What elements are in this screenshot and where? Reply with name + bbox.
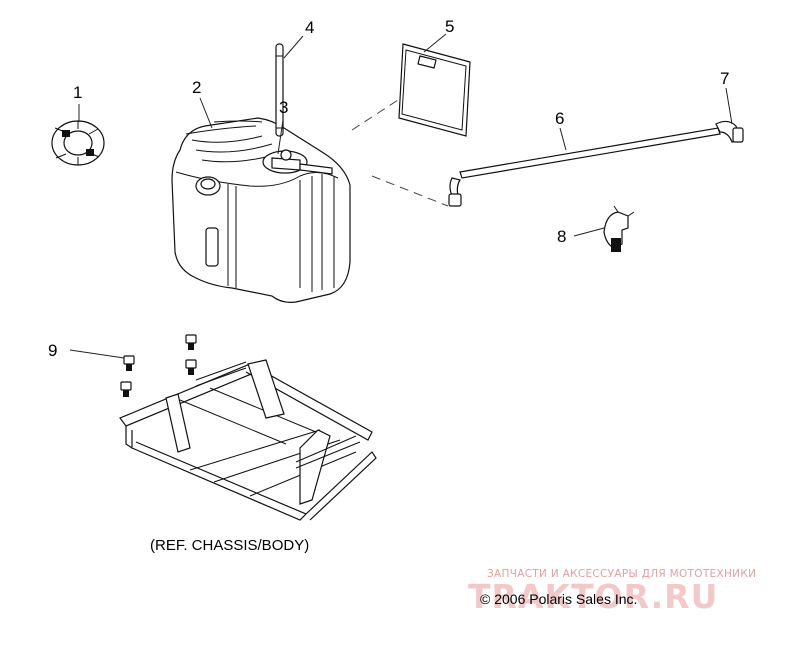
part-8-hose-clamp: [603, 205, 635, 252]
callout-1: 1: [73, 83, 82, 102]
callout-6: 6: [555, 109, 564, 128]
part-4-vent-rod: [275, 43, 284, 137]
callout-5: 5: [445, 17, 454, 36]
callout-4: 4: [305, 18, 314, 37]
part-9-mounting-bolts: [120, 334, 197, 397]
callout-3: 3: [279, 98, 288, 117]
watermark-brand: TRAKTOR.RU: [468, 577, 718, 616]
callout-8: 8: [557, 227, 566, 246]
part-5-tank-pad: [398, 43, 471, 137]
part-3-fuel-pump-sender: [271, 149, 333, 175]
leader-lines: [69, 33, 733, 359]
callout-labels: 1 2 3 4 5 6 7 8 9: [48, 17, 729, 360]
bolt: [120, 381, 132, 397]
part-6-fuel-line: [448, 127, 721, 207]
ref-chassis-note: (REF. CHASSIS/BODY): [150, 537, 309, 554]
part-2-fuel-tank: [171, 117, 351, 303]
chassis-frame: [119, 359, 377, 521]
callout-2: 2: [192, 78, 201, 97]
assembly-lines: [351, 99, 449, 207]
callout-7: 7: [720, 69, 729, 88]
watermark-tagline: ЗАПЧАСТИ И АКСЕССУАРЫ ДЛЯ МОТОТЕХНИКИ: [487, 568, 756, 580]
part-1-fuel-cap-ring: [51, 120, 105, 166]
watermark: TRAKTOR.RU ЗАПЧАСТИ И АКСЕССУАРЫ ДЛЯ МОТ…: [468, 568, 756, 616]
bolt: [185, 359, 197, 375]
callout-9: 9: [48, 341, 57, 360]
copyright-notice: © 2006 Polaris Sales Inc.: [480, 591, 637, 607]
bolt: [123, 355, 135, 371]
part-7-fuel-line-fitting: [715, 120, 744, 143]
bolt: [185, 334, 197, 350]
